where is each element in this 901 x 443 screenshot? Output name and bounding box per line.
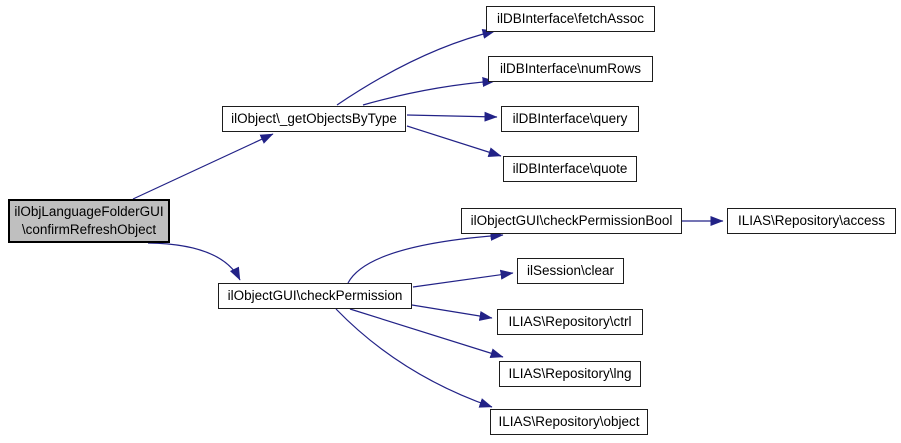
node-label: ilDBInterface\query bbox=[512, 111, 628, 126]
node-quote[interactable]: ilDBInterface\quote bbox=[503, 156, 637, 182]
node-object[interactable]: ILIAS\Repository\object bbox=[490, 409, 648, 435]
node-label: ILIAS\Repository\access bbox=[737, 213, 886, 228]
node-label: \confirmRefreshObject bbox=[21, 222, 157, 237]
edge-confirm-refresh-object--get-objects-by-type bbox=[132, 133, 274, 200]
edge-get-objects-by-type--query bbox=[406, 111, 498, 122]
edge-get-objects-by-type--quote bbox=[406, 125, 502, 157]
node-label: ilDBInterface\quote bbox=[512, 161, 628, 176]
node-label: ilDBInterface\fetchAssoc bbox=[496, 11, 645, 26]
node-num-rows[interactable]: ilDBInterface\numRows bbox=[488, 56, 653, 82]
node-confirm-refresh-object: ilObjLanguageFolderGUI \confirmRefreshObj… bbox=[8, 199, 170, 243]
node-get-objects-by-type[interactable]: ilObject\_getObjectsByType bbox=[222, 106, 406, 132]
node-label: ilObjLanguageFolderGUI bbox=[14, 204, 164, 219]
node-label: ilObject\_getObjectsByType bbox=[231, 111, 397, 126]
edge-get-objects-by-type--num-rows bbox=[362, 76, 496, 106]
node-label: ilObjectGUI\checkPermission bbox=[227, 288, 403, 303]
node-access[interactable]: ILIAS\Repository\access bbox=[727, 208, 896, 234]
edge-confirm-refresh-object--check-permission bbox=[147, 242, 241, 281]
node-query[interactable]: ilDBInterface\query bbox=[501, 106, 639, 132]
node-check-permission[interactable]: ilObjectGUI\checkPermission bbox=[218, 283, 412, 309]
node-fetch-assoc[interactable]: ilDBInterface\fetchAssoc bbox=[486, 6, 655, 32]
node-check-permission-bool[interactable]: ilObjectGUI\checkPermissionBool bbox=[461, 208, 682, 234]
edge-check-permission--ctrl bbox=[411, 304, 493, 321]
node-label: ilObjectGUI\checkPermissionBool bbox=[470, 213, 673, 228]
edge-check-permission--clear bbox=[412, 269, 514, 288]
edge-check-permission--lng bbox=[349, 308, 504, 359]
node-lng[interactable]: ILIAS\Repository\lng bbox=[499, 361, 641, 387]
node-label: ILIAS\Repository\object bbox=[498, 414, 640, 429]
node-clear[interactable]: ilSession\clear bbox=[517, 258, 624, 284]
node-label: ilSession\clear bbox=[526, 263, 615, 278]
edge-check-permission--check-permission-bool bbox=[347, 230, 504, 284]
node-label: ILIAS\Repository\ctrl bbox=[508, 314, 632, 329]
edge-check-permission--object bbox=[335, 308, 493, 408]
edge-get-objects-by-type--fetch-assoc bbox=[336, 29, 496, 106]
node-label: ilDBInterface\numRows bbox=[499, 61, 642, 76]
node-label: ILIAS\Repository\lng bbox=[508, 366, 632, 381]
node-ctrl[interactable]: ILIAS\Repository\ctrl bbox=[497, 309, 643, 335]
